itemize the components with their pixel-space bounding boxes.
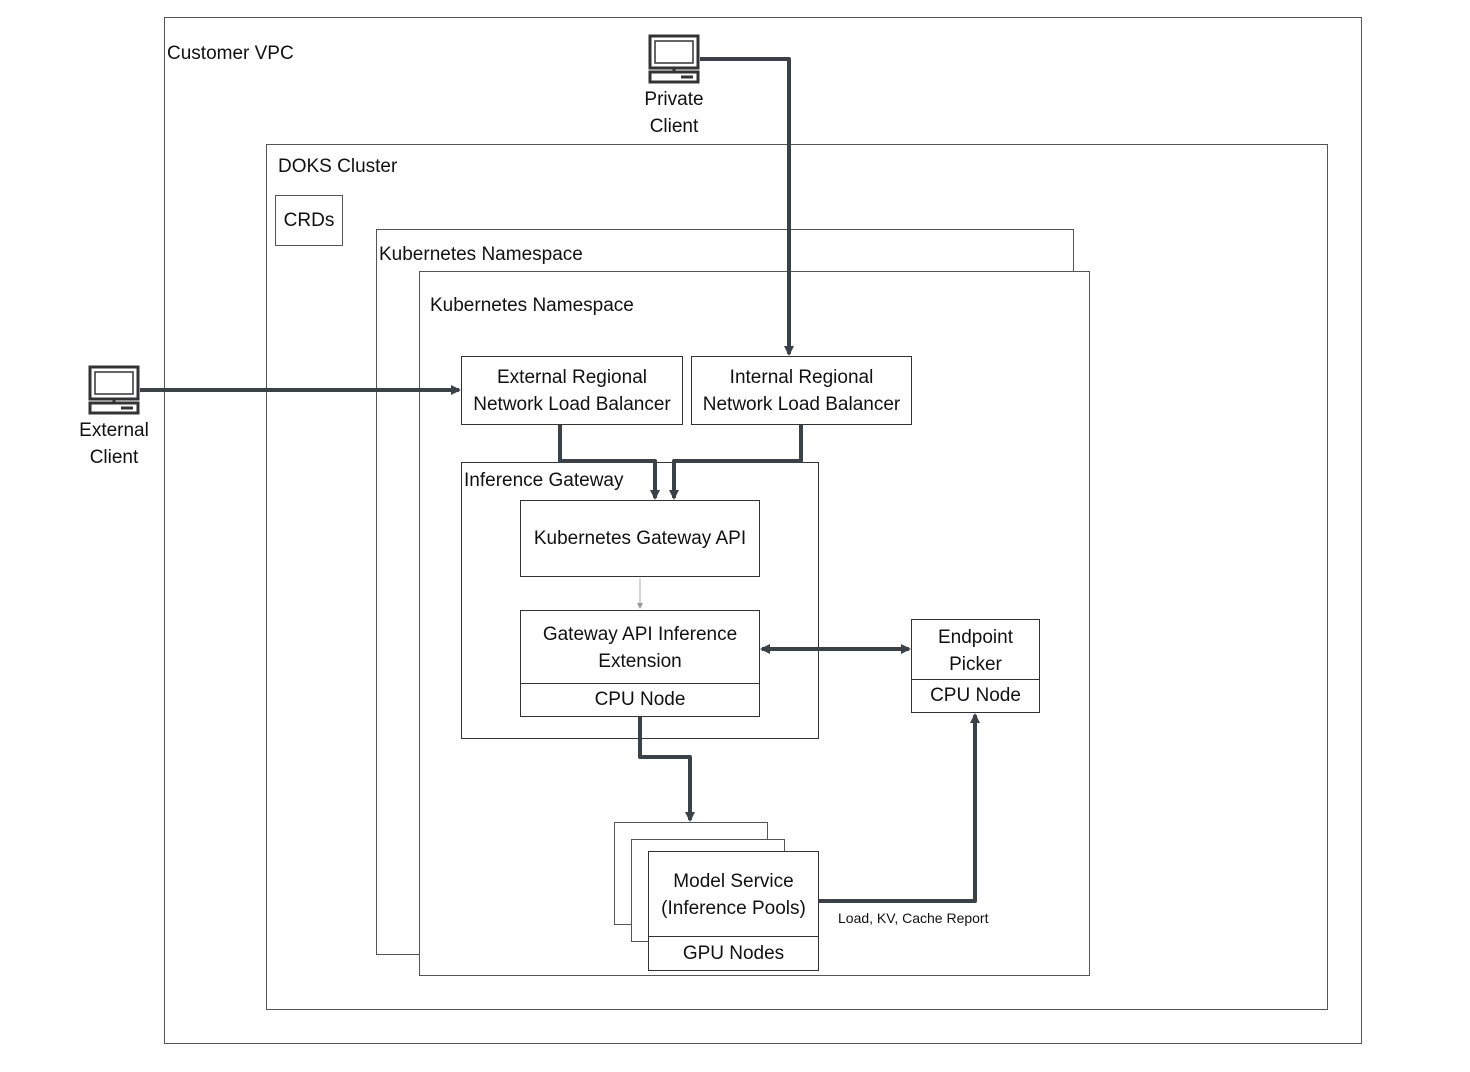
endpoint-picker: Endpoint Picker CPU Node xyxy=(911,619,1040,713)
endpoint-picker-cpu-node: CPU Node xyxy=(912,679,1039,712)
model-service-line1: Model Service xyxy=(673,871,794,892)
inference-extension: Gateway API Inference Extension CPU Node xyxy=(520,610,760,717)
inference-extension-line2: Extension xyxy=(598,650,682,672)
crds-label: CRDs xyxy=(283,210,335,231)
private-client-label: Private Client xyxy=(644,89,704,137)
external-client-label: External Client xyxy=(79,420,149,468)
endpoint-picker-line1: Endpoint xyxy=(937,626,1013,648)
namespace-front-label: Kubernetes Namespace xyxy=(430,295,634,316)
inference-gateway-label: Inference Gateway xyxy=(464,470,624,491)
inference-extension-line1: Gateway API Inference xyxy=(542,623,738,645)
doks-cluster-label: DOKS Cluster xyxy=(278,156,398,177)
model-service-gpu-nodes: GPU Nodes xyxy=(649,936,818,970)
internal-load-balancer: Internal Regional Network Load Balancer xyxy=(691,356,912,425)
namespace-back-label: Kubernetes Namespace xyxy=(379,244,583,265)
model-service-line2: (Inference Pools) xyxy=(661,898,806,919)
crds-box: CRDs xyxy=(275,195,343,246)
customer-vpc-label: Customer VPC xyxy=(167,43,294,64)
inference-extension-cpu-node: CPU Node xyxy=(521,683,759,716)
private-client-monitor-icon xyxy=(648,34,700,84)
external-load-balancer: External Regional Network Load Balancer xyxy=(461,356,683,425)
model-service: Model Service (Inference Pools) GPU Node… xyxy=(648,851,819,971)
load-report-edge-label: Load, KV, Cache Report xyxy=(838,910,989,926)
endpoint-picker-line2: Picker xyxy=(949,653,1002,675)
kubernetes-gateway-api: Kubernetes Gateway API xyxy=(520,500,760,577)
external-client-monitor-icon xyxy=(88,365,140,415)
